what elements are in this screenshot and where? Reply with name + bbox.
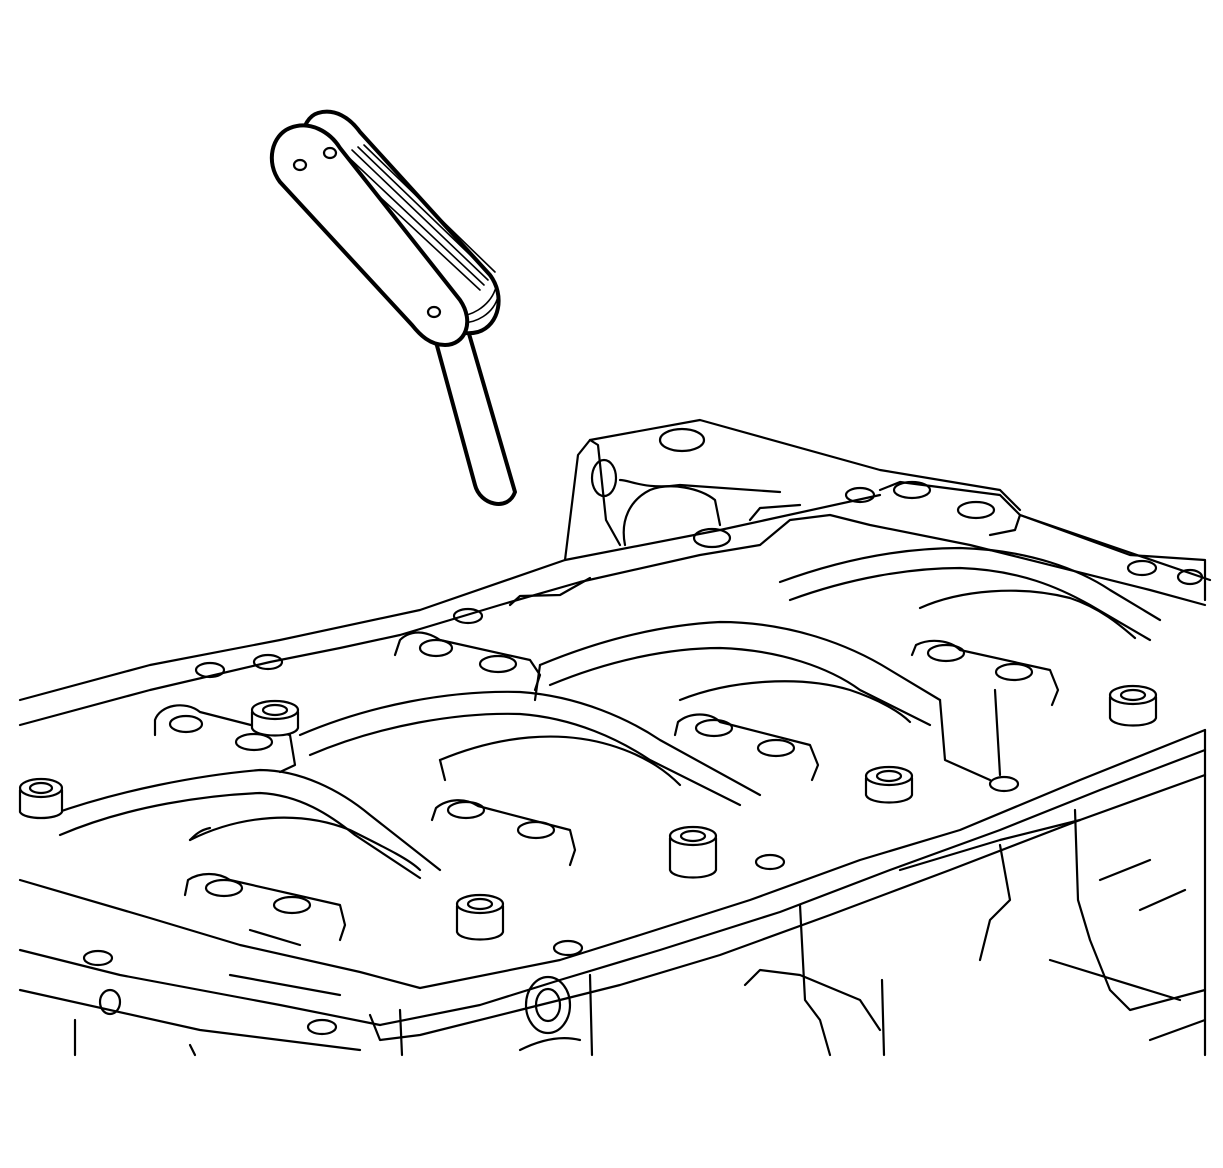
pan-rail [18,728,1207,1052]
bearing-bulkhead-3 [533,620,942,782]
pivot-rivet [322,146,338,160]
right-boss [844,480,1022,537]
top-flange [18,493,1212,727]
bearing-bulkhead-2 [298,631,762,807]
rear-boss [563,418,1022,562]
bearing-bulkhead-5 [183,799,577,942]
bearing-bulkhead-4 [778,546,1162,782]
bolt-boss [1108,684,1158,727]
feeler-gauge-case-front [269,123,470,347]
bolt-boss [18,777,64,820]
feeler-gauge-blade [428,318,517,506]
bolt-bosses [18,684,1158,941]
feeler-gauge [269,109,517,506]
bolt-boss [668,825,718,879]
pivot-rivet [426,305,442,319]
bolt-boss [250,699,300,737]
bolt-boss [455,893,505,941]
engine-block [18,418,1212,1057]
block-skirt [73,728,1207,1057]
pivot-rivet [292,158,308,172]
bolt-boss [864,765,914,804]
